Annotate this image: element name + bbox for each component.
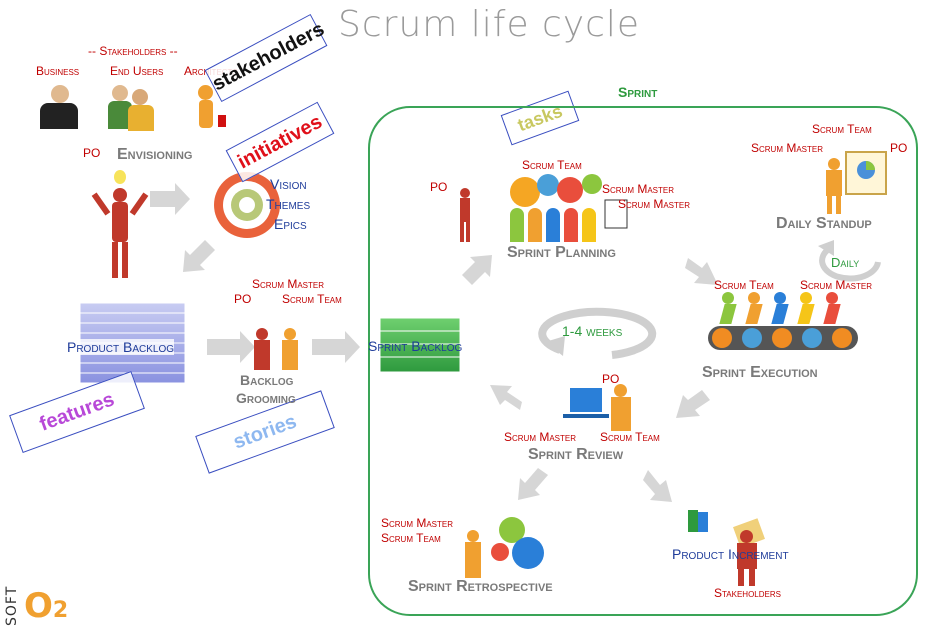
retro-scrum-master: Scrum Master xyxy=(381,516,454,530)
role-end-users: End Users xyxy=(110,64,164,78)
retro-person-icon xyxy=(460,530,486,580)
epics-label: Epics xyxy=(274,216,307,232)
themes-label: Themes xyxy=(266,196,311,212)
sprint-review-label: Sprint Review xyxy=(528,446,624,463)
arrow-backlog-grooming xyxy=(207,331,255,363)
retro-scrum-team: Scrum Team xyxy=(381,531,441,545)
increment-stakeholder-icon xyxy=(732,530,760,586)
planning-po-icon xyxy=(452,188,480,244)
sprint-backlog-stack xyxy=(379,317,461,373)
envision-po-label: PO xyxy=(83,146,101,160)
arrow-planning-execution xyxy=(685,258,718,285)
review-scrum-team: Scrum Team xyxy=(600,430,660,444)
standup-presenter-icon xyxy=(822,158,846,214)
arrow-review-sbacklog xyxy=(490,385,522,410)
review-computer xyxy=(563,388,609,418)
role-business: Business xyxy=(36,64,80,78)
standup-scrum-team: Scrum Team xyxy=(812,122,872,136)
architect-icon xyxy=(188,85,228,130)
arrow-grooming-sprintbacklog xyxy=(312,331,360,363)
stakeholders-header: -- Stakeholders -- xyxy=(88,44,178,58)
grooming-people-icon xyxy=(250,322,310,372)
planning-gears xyxy=(510,174,628,229)
execution-scrum-master: Scrum Master xyxy=(800,278,873,292)
review-po: PO xyxy=(602,372,620,386)
business-person-icon xyxy=(40,85,80,130)
daily-label: Daily xyxy=(831,255,860,270)
standup-po: PO xyxy=(890,141,908,155)
grooming-po: PO xyxy=(234,292,252,306)
execution-runners-icon xyxy=(719,292,852,326)
grooming-scrum-master: Scrum Master xyxy=(252,277,325,291)
planning-team-icon xyxy=(510,208,602,244)
standup-board xyxy=(845,151,887,195)
arrow-execution-review xyxy=(676,390,710,418)
review-scrum-master: Scrum Master xyxy=(504,430,577,444)
planning-scrum-team: Scrum Team xyxy=(522,158,582,172)
grooming-scrum-team: Scrum Team xyxy=(282,292,342,306)
arrow-sbacklog-planning xyxy=(462,255,492,285)
planning-po: PO xyxy=(430,180,448,194)
end-users-icon xyxy=(108,83,158,133)
daily-standup-label: Daily Standup xyxy=(776,215,872,232)
conveyor-belt xyxy=(708,326,858,350)
review-person-icon xyxy=(606,384,636,434)
vision-label: Vision xyxy=(270,176,307,192)
retro-gears xyxy=(491,517,544,569)
sprint-label: Sprint xyxy=(618,84,658,100)
execution-scrum-team: Scrum Team xyxy=(714,278,774,292)
softo2-logo: SOFT O2 xyxy=(4,585,69,626)
product-backlog-label: Product Backlog xyxy=(67,339,175,355)
backlog-grooming-label-1: Backlog xyxy=(240,372,294,388)
arrow-envision-vision xyxy=(150,183,190,215)
cycle-label: 1-4 weeks xyxy=(562,323,623,339)
backlog-grooming-label-2: Grooming xyxy=(236,390,296,406)
cycle-arrow xyxy=(538,307,657,359)
increment-stakeholders: Stakeholders xyxy=(714,586,781,600)
planning-scrum-master-2: Scrum Master xyxy=(618,197,691,211)
sprint-planning-label: Sprint Planning xyxy=(507,244,616,261)
standup-scrum-master: Scrum Master xyxy=(751,141,824,155)
sprint-backlog-label: Sprint Backlog xyxy=(368,338,463,354)
page-title: Scrum life cycle xyxy=(338,4,641,45)
sprint-retrospective-label: Sprint Retrospective xyxy=(408,578,553,595)
product-increment-label: Product Increment xyxy=(672,546,789,562)
sprint-execution-label: Sprint Execution xyxy=(702,364,818,381)
arrow-review-increment xyxy=(643,470,672,502)
po-figure-icon xyxy=(91,170,149,280)
planning-scrum-master-1: Scrum Master xyxy=(602,182,675,196)
sprint-boundary xyxy=(368,106,918,616)
daily-cycle-arrow xyxy=(819,245,881,282)
envisioning-label: Envisioning xyxy=(117,146,193,163)
arrow-review-retro xyxy=(518,468,548,500)
arrow-vision-backlog xyxy=(183,240,215,272)
